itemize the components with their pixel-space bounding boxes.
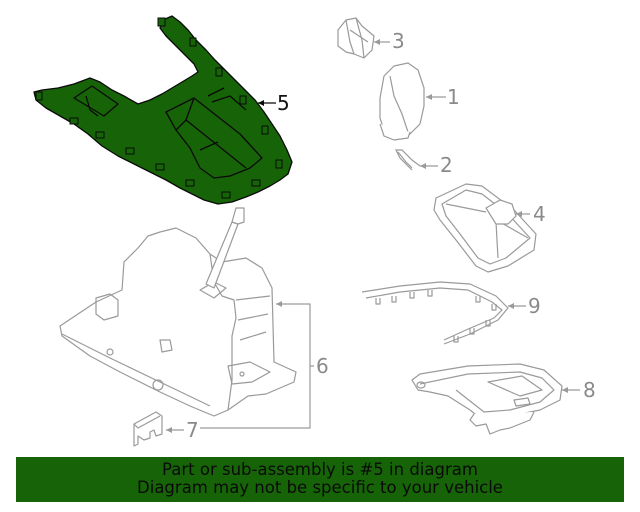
- part-5-console-trim-panel[interactable]: [33, 15, 293, 205]
- callout-3[interactable]: 3: [392, 29, 405, 53]
- banner-line-part-number: Part or sub-assembly is #5 in diagram: [162, 460, 478, 479]
- part-2-retaining-clip[interactable]: [395, 149, 421, 171]
- callout-5[interactable]: 5: [277, 91, 290, 115]
- shift-lever-rod: [205, 207, 245, 289]
- callout-6[interactable]: 6: [316, 354, 329, 378]
- callout-9[interactable]: 9: [528, 294, 541, 318]
- callout-4[interactable]: 4: [533, 202, 546, 226]
- part-9-trim-molding[interactable]: [361, 281, 509, 345]
- callout-1[interactable]: 1: [447, 85, 460, 109]
- callout-2[interactable]: 2: [440, 153, 453, 177]
- part-5-tabs: [35, 17, 283, 199]
- callout-8[interactable]: 8: [583, 378, 596, 402]
- info-banner: Part or sub-assembly is #5 in diagram Di…: [16, 457, 624, 502]
- part-1-shift-knob[interactable]: [379, 62, 425, 141]
- part-4-shift-boot[interactable]: [433, 183, 537, 273]
- part-8-shift-bezel[interactable]: [411, 363, 563, 435]
- part-7-lock-clip[interactable]: [133, 411, 163, 447]
- part-3-knob-insert[interactable]: [337, 17, 375, 59]
- part-6-shifter-assembly[interactable]: [59, 227, 297, 417]
- callout-7[interactable]: 7: [186, 418, 199, 442]
- leader-arrowheads: [166, 39, 568, 433]
- banner-line-disclaimer: Diagram may not be specific to your vehi…: [137, 478, 503, 497]
